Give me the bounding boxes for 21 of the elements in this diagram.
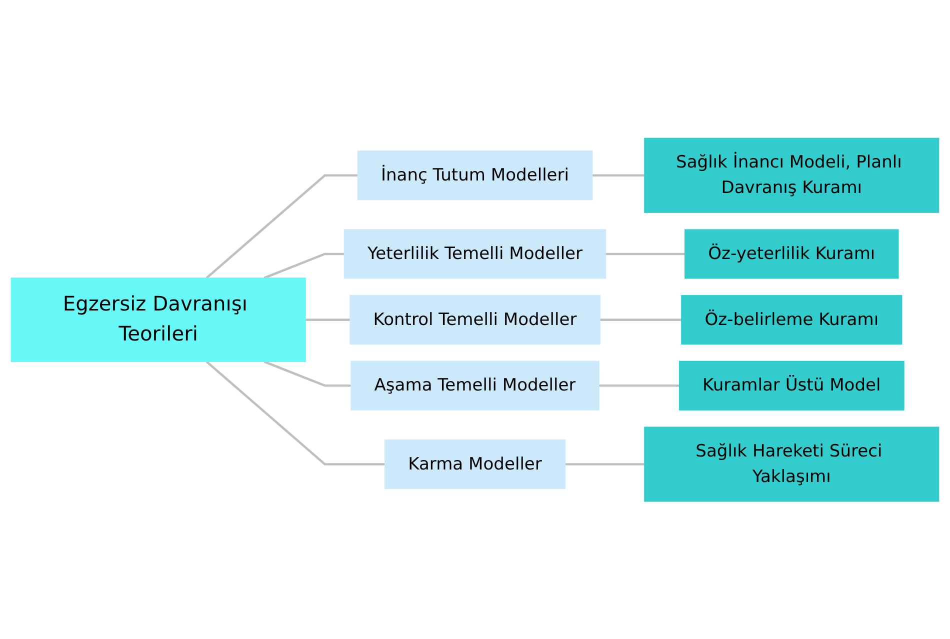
connector (598, 384, 680, 386)
node-box: Kontrol Temelli Modeller (350, 294, 600, 344)
connector (264, 360, 352, 386)
node-box: Karma Modeller (384, 439, 566, 489)
node-box: İnanç Tutum Modelleri (357, 150, 593, 200)
node-box: Sağlık İnancı Modeli, Planlı Davranış Kuramı (644, 138, 940, 213)
node-box: Yeterlilik Temelli Modeller (344, 228, 606, 278)
connector (306, 318, 350, 321)
node-box: Sağlık Hareketi Süreci Yaklaşımı (644, 426, 940, 502)
node-box: Kuramlar Üstü Model (678, 360, 904, 410)
node-box: Öz-belirleme Kuramı (681, 294, 902, 344)
connector (600, 318, 682, 321)
connector (565, 462, 644, 466)
connector (206, 360, 385, 466)
node-box: Egzersiz Davranışı Teorileri (10, 277, 306, 362)
connector (264, 252, 344, 279)
node-box: Öz-yeterlilik Kuramı (684, 228, 899, 278)
connector (206, 174, 358, 279)
connector (592, 174, 644, 176)
node-box: Aşama Temelli Modeller (350, 360, 600, 410)
connector (606, 252, 685, 255)
